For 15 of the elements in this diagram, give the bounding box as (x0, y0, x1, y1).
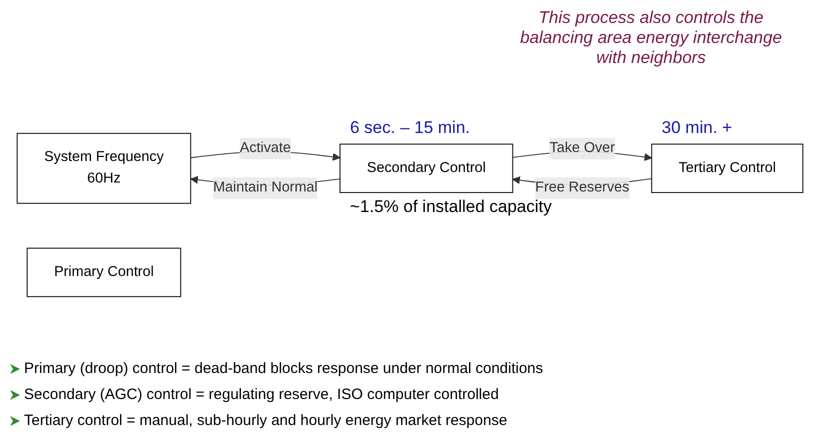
edge-label: Take Over (550, 140, 615, 156)
node-box: Tertiary Control (651, 144, 804, 194)
edge-label: Activate (240, 140, 291, 156)
annotation-text: 6 sec. – 15 min. (350, 118, 470, 138)
node-box: Secondary Control (340, 144, 514, 194)
annotation-text: 30 min. + (662, 118, 732, 138)
bullet-text: Tertiary control = manual, sub-hourly and hourly energy market response (24, 412, 508, 429)
bullet-text: Secondary (AGC) control = regulating reserve, ISO computer controlled (24, 386, 499, 403)
edge-label: Maintain Normal (213, 180, 318, 196)
bullet-text: Primary (droop) control = dead-band blocks response under normal conditions (24, 360, 544, 377)
edge-label: Free Reserves (535, 180, 630, 196)
node-box: System Frequency 60Hz (16, 132, 192, 204)
node-box: Primary Control (26, 248, 182, 298)
note-text: This process also controls the balancing area energy interchange with neighbors (519, 8, 783, 68)
annotation-text: ~1.5% of installed capacity (350, 196, 552, 217)
